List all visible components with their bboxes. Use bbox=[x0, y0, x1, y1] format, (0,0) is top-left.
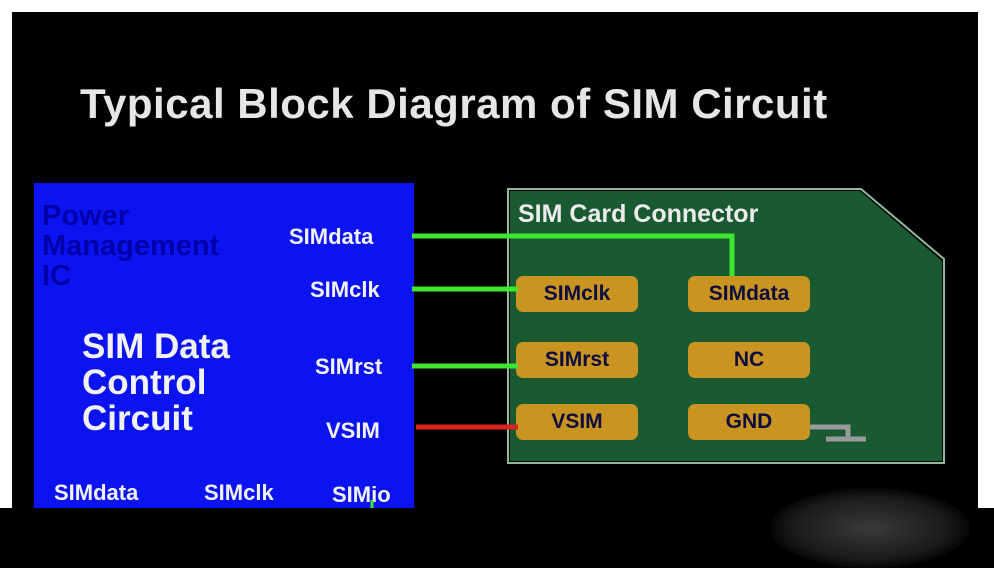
pmic-pin-simclk: SIMclk bbox=[310, 277, 380, 302]
wiring bbox=[370, 233, 866, 508]
decorative-glow bbox=[770, 488, 970, 568]
diagram-title: Typical Block Diagram of SIM Circuit bbox=[80, 80, 828, 127]
pmic-pin-simrst: SIMrst bbox=[315, 354, 383, 379]
frame-border-left bbox=[0, 0, 12, 508]
connector-outline bbox=[507, 188, 945, 464]
power-management-ic-block: Power Management IC SIM Data Control Cir… bbox=[34, 183, 414, 508]
pmic-bottom-pin-simio: SIMio bbox=[332, 482, 391, 507]
connector-pad-vsim: VSIM bbox=[516, 404, 638, 440]
control-title-line: Control bbox=[82, 363, 207, 402]
connector-pad-simdata: SIMdata bbox=[688, 276, 810, 312]
pmic-bottom-pin-simdata: SIMdata bbox=[54, 480, 139, 505]
connector-pad-gnd: GND bbox=[688, 404, 810, 440]
pmic-title: Power Management IC bbox=[42, 201, 282, 291]
control-title-line: SIM Data bbox=[82, 327, 230, 366]
pmic-pin-vsim: VSIM bbox=[326, 418, 380, 443]
connector-title: SIM Card Connector bbox=[518, 200, 759, 228]
connector-pad-simclk: SIMclk bbox=[516, 276, 638, 312]
connector-pad-nc: NC bbox=[688, 342, 810, 378]
frame-border-right bbox=[978, 0, 994, 508]
pmic-title-line: Management bbox=[42, 230, 220, 262]
pmic-title-line: Power bbox=[42, 200, 130, 232]
pmic-pin-simdata: SIMdata bbox=[289, 224, 374, 249]
pmic-title-line: IC bbox=[42, 260, 71, 292]
control-title-line: Circuit bbox=[82, 399, 193, 438]
pmic-bottom-pin-simclk: SIMclk bbox=[204, 480, 274, 505]
connector-pad-simrst: SIMrst bbox=[516, 342, 638, 378]
simdata-wire bbox=[412, 233, 735, 276]
ground-symbol bbox=[810, 424, 866, 442]
frame-border-top bbox=[0, 0, 994, 12]
sim-data-control-circuit-label: SIM Data Control Circuit bbox=[82, 329, 302, 437]
